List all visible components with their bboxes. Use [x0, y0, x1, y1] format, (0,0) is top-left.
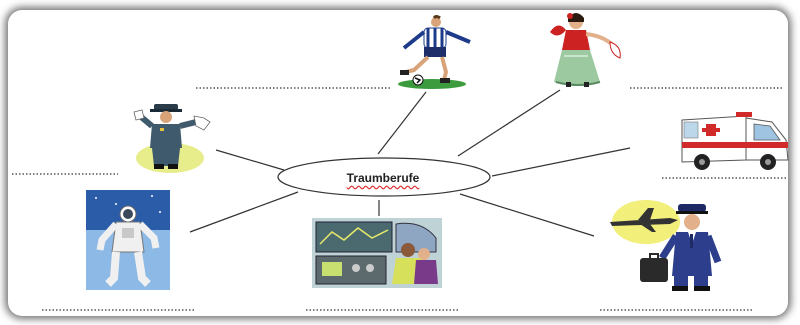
flamenco-dancer-icon	[550, 13, 621, 87]
lab-technician-icon	[312, 218, 442, 288]
connector-line-dancer	[457, 89, 561, 157]
connector-line-football	[377, 91, 427, 155]
connector-line-astronaut	[189, 191, 299, 233]
connector-line-police	[215, 149, 285, 171]
center-label: Traumberufe	[278, 160, 488, 196]
ambulance-icon	[681, 112, 789, 170]
pilot-icon	[610, 200, 722, 291]
football-player-icon	[398, 15, 471, 89]
police-officer-icon	[133, 104, 211, 173]
astronaut-icon	[86, 190, 170, 290]
center-label-text: Traumberufe	[346, 171, 420, 185]
connector-line-ambulance	[491, 147, 631, 177]
connector-line-pilot	[459, 193, 595, 237]
center-ellipse	[277, 157, 491, 197]
